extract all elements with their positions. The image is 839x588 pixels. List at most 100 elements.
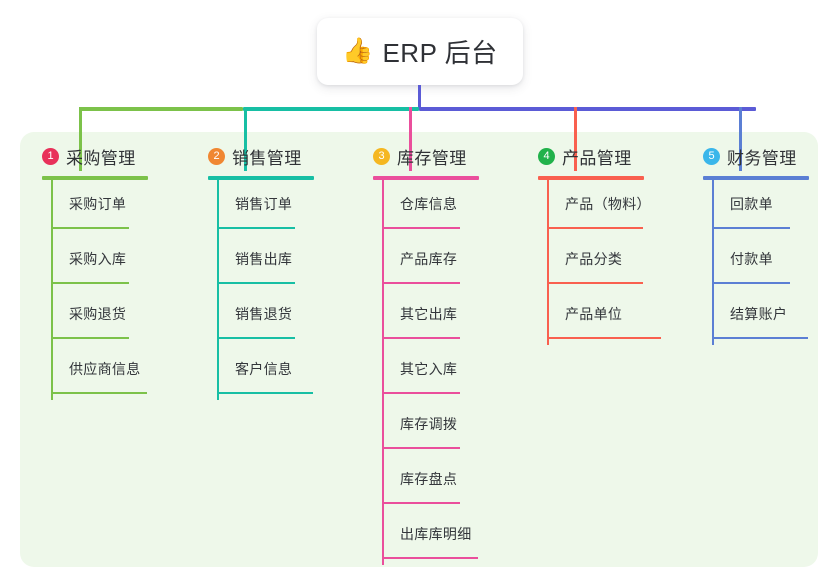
branch-item[interactable]: 客户信息 xyxy=(217,345,314,400)
branch-item-label: 库存盘点 xyxy=(400,471,458,487)
branch-spine xyxy=(51,180,53,400)
branch-item-label: 采购入库 xyxy=(69,251,127,267)
branch-item-label: 供应商信息 xyxy=(69,361,141,377)
branch-title: 库存管理 xyxy=(397,148,467,168)
branch-item[interactable]: 采购入库 xyxy=(51,235,148,290)
branch-item[interactable]: 结算账户 xyxy=(712,290,809,345)
root-node-erp-backend[interactable]: 👍 ERP 后台 xyxy=(317,18,523,85)
branch-item-label: 其它入库 xyxy=(400,361,458,377)
branch-title: 财务管理 xyxy=(727,148,797,168)
branch-header-rule xyxy=(538,176,644,180)
branch-item-label: 产品库存 xyxy=(400,251,458,267)
branch-header-5[interactable]: 5 财务管理 xyxy=(703,143,809,169)
branch-item-list: 采购订单采购入库采购退货供应商信息 xyxy=(51,180,148,400)
branch-title: 销售管理 xyxy=(232,148,302,168)
branch-header-3[interactable]: 3 库存管理 xyxy=(373,143,479,169)
branch-item[interactable]: 销售退货 xyxy=(217,290,314,345)
branch-item-label: 销售退货 xyxy=(235,306,293,322)
stub-connector-4 xyxy=(574,107,577,171)
branch-header-rule xyxy=(373,176,479,180)
branch-item-rule xyxy=(712,282,790,284)
branch-header-rule xyxy=(42,176,148,180)
branch-header-rule xyxy=(703,176,809,180)
branch-item[interactable]: 其它出库 xyxy=(382,290,479,345)
branch-item-rule xyxy=(382,557,478,559)
branch-item-rule xyxy=(382,392,460,394)
branch-item-rule xyxy=(51,227,129,229)
branch-item[interactable]: 采购退货 xyxy=(51,290,148,345)
branch-item[interactable]: 采购订单 xyxy=(51,180,148,235)
root-node-title: ERP 后台 xyxy=(382,38,498,68)
branch-item-label: 客户信息 xyxy=(235,361,293,377)
branch-header-2[interactable]: 2 销售管理 xyxy=(208,143,314,169)
branch-item[interactable]: 产品分类 xyxy=(547,235,644,290)
branch-item-rule xyxy=(51,337,129,339)
diagram-background-panel xyxy=(20,132,818,567)
branch-item[interactable]: 产品（物料） xyxy=(547,180,651,235)
branch-item-rule xyxy=(217,227,295,229)
branch-item-label: 付款单 xyxy=(730,251,773,267)
branch-item-rule xyxy=(382,447,460,449)
branch-item-list: 销售订单销售出库销售退货客户信息 xyxy=(217,180,314,400)
branch-item[interactable]: 销售出库 xyxy=(217,235,314,290)
branch-item[interactable]: 库存盘点 xyxy=(382,455,479,510)
branch-item-rule xyxy=(382,337,460,339)
branch-title: 采购管理 xyxy=(66,148,136,168)
branch-item[interactable]: 其它入库 xyxy=(382,345,479,400)
branch-item-label: 产品分类 xyxy=(565,251,623,267)
branch-item-list: 回款单付款单结算账户 xyxy=(712,180,809,345)
branch-item-label: 出库库明细 xyxy=(400,526,472,542)
branch-item-rule xyxy=(547,227,643,229)
branch-item-rule xyxy=(51,392,147,394)
branch-item-label: 结算账户 xyxy=(730,306,788,322)
branch-spine xyxy=(547,180,549,345)
stub-connector-2 xyxy=(244,107,247,171)
branch-spine xyxy=(712,180,714,345)
branch-item-list: 仓库信息产品库存其它出库其它入库库存调拨库存盘点出库库明细 xyxy=(382,180,479,565)
branch-item[interactable]: 产品单位 xyxy=(547,290,661,345)
branch-spine xyxy=(217,180,219,400)
branch-item-rule xyxy=(382,227,460,229)
branch-number-badge: 2 xyxy=(208,147,225,165)
branch-item[interactable]: 仓库信息 xyxy=(382,180,479,235)
stub-connector-3 xyxy=(409,107,412,171)
branch-item[interactable]: 供应商信息 xyxy=(51,345,148,400)
branch-item-list: 产品（物料） 产品分类产品单位 xyxy=(547,180,661,345)
branch-item-rule xyxy=(712,337,808,339)
root-trunk-connector xyxy=(418,85,421,109)
branch-number-badge: 1 xyxy=(42,147,59,165)
branch-item-label: 仓库信息 xyxy=(400,196,458,212)
bus-segment-3 xyxy=(419,107,756,111)
branch-column-5: 5 财务管理回款单付款单结算账户 xyxy=(703,143,809,345)
branch-item[interactable]: 产品库存 xyxy=(382,235,479,290)
branch-item-rule xyxy=(217,337,295,339)
branch-item[interactable]: 销售订单 xyxy=(217,180,314,235)
branch-item-rule xyxy=(712,227,790,229)
branch-item[interactable]: 回款单 xyxy=(712,180,809,235)
branch-header-rule xyxy=(208,176,314,180)
branch-item-label: 回款单 xyxy=(730,196,773,212)
branch-item-rule xyxy=(217,392,313,394)
branch-header-1[interactable]: 1 采购管理 xyxy=(42,143,148,169)
branch-column-3: 3 库存管理仓库信息产品库存其它出库其它入库库存调拨库存盘点出库库明细 xyxy=(373,143,479,565)
branch-item[interactable]: 出库库明细 xyxy=(382,510,479,565)
branch-item-label: 销售出库 xyxy=(235,251,293,267)
branch-item-label: 其它出库 xyxy=(400,306,458,322)
bus-segment-2 xyxy=(243,107,419,111)
branch-item-label: 销售订单 xyxy=(235,196,293,212)
branch-item[interactable]: 付款单 xyxy=(712,235,809,290)
branch-item[interactable]: 库存调拨 xyxy=(382,400,479,455)
branch-spine xyxy=(382,180,384,565)
stub-connector-1 xyxy=(79,107,82,171)
branch-item-label: 采购订单 xyxy=(69,196,127,212)
thumbs-up-icon: 👍 xyxy=(342,37,374,65)
branch-item-rule xyxy=(547,282,643,284)
bus-segment-1 xyxy=(79,107,243,111)
branch-item-rule xyxy=(547,337,661,339)
branch-item-rule xyxy=(51,282,129,284)
branch-number-badge: 3 xyxy=(373,147,390,165)
branch-number-badge: 5 xyxy=(703,147,720,165)
branch-item-label: 采购退货 xyxy=(69,306,127,322)
